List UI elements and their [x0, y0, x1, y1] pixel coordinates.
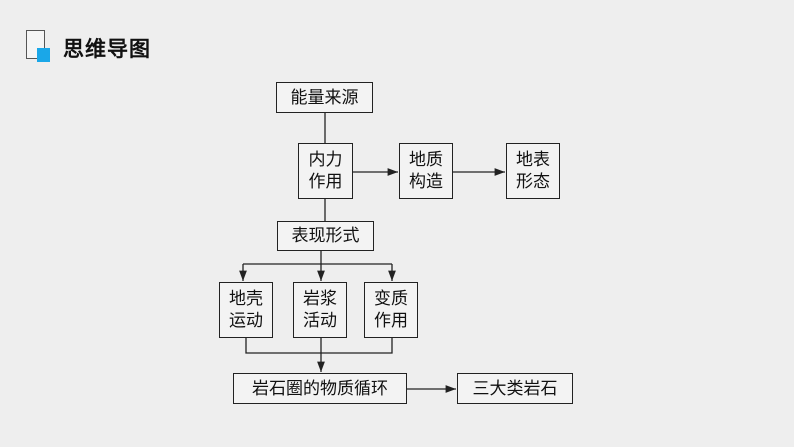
box-geologic-structure: 地质构造 [399, 143, 453, 199]
box-three-rock-types: 三大类岩石 [457, 373, 573, 404]
merge-line [245, 338, 393, 354]
box-crustal-movement: 地壳运动 [219, 282, 273, 338]
box-rock-cycle: 岩石圈的物质循环 [233, 373, 407, 404]
page-title: 思维导图 [63, 37, 151, 61]
box-landform: 地表形态 [506, 143, 560, 199]
box-manifestation: 表现形式 [277, 221, 374, 251]
box-magmatic-activity: 岩浆活动 [293, 282, 347, 338]
title-icon-accent [37, 48, 50, 62]
box-energy-source: 能量来源 [276, 82, 373, 113]
box-metamorphism: 变质作用 [364, 282, 418, 338]
box-internal-force: 内力作用 [298, 143, 353, 199]
